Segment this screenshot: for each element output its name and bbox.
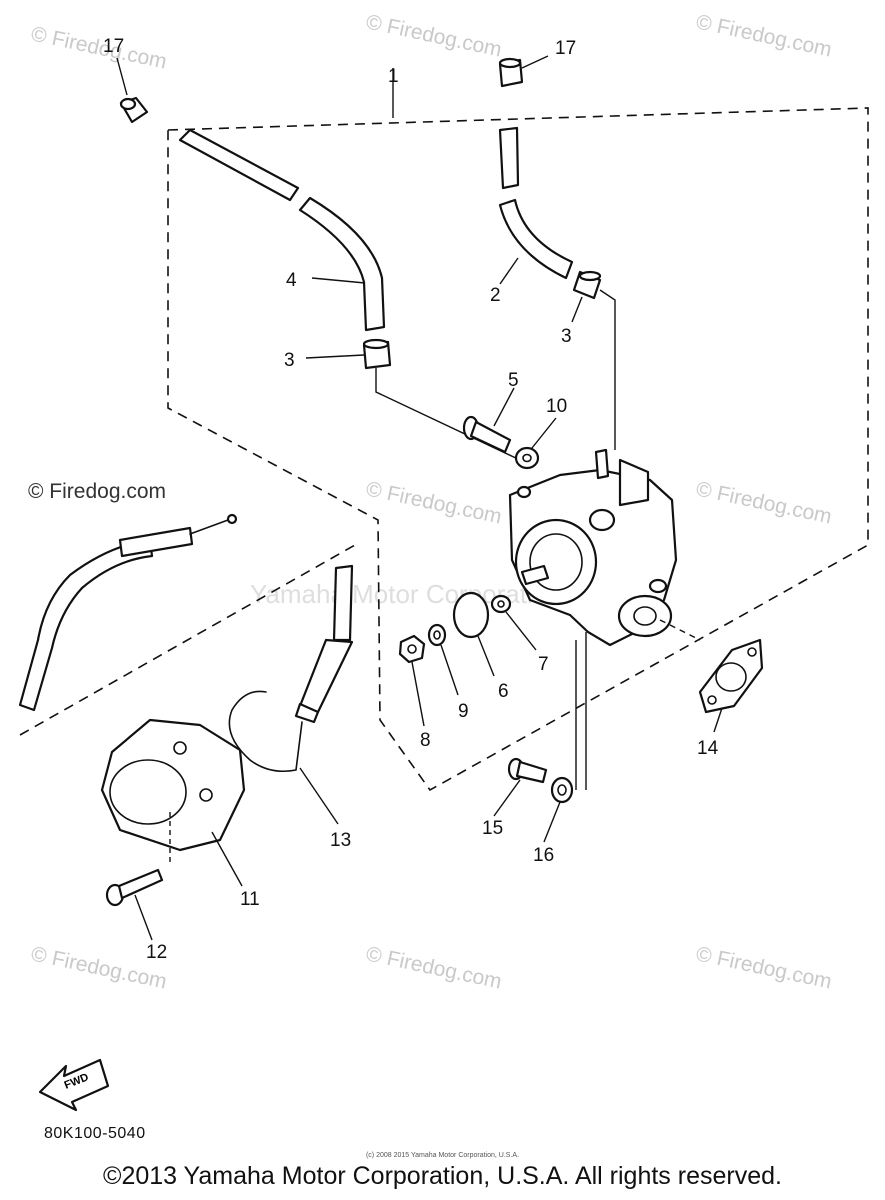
leader-line	[659, 619, 701, 641]
small-notice: (c) 2008 2015 Yamaha Motor Corporation, …	[365, 1152, 520, 1159]
cover-11	[100, 718, 246, 852]
clamp-3-right	[572, 270, 602, 300]
bolt-15	[507, 757, 548, 784]
leader-line	[411, 661, 425, 727]
rubber-cap-17-right	[498, 57, 524, 88]
leader-line	[493, 779, 521, 817]
rubber-cap-17-left	[119, 96, 149, 124]
part-label-15: 15	[482, 818, 503, 839]
leader-line	[440, 644, 459, 696]
hose-4	[178, 128, 386, 332]
leader-line	[505, 611, 537, 651]
leader-line	[571, 296, 583, 323]
part-label-17: 17	[103, 36, 124, 57]
leader-line	[493, 387, 515, 427]
gasket-14	[698, 638, 764, 714]
cable-13	[228, 564, 354, 773]
part-label-7: 7	[538, 654, 549, 675]
nut-8	[398, 634, 426, 664]
fwd-arrow-icon: FWD	[38, 1058, 110, 1112]
part-label-1: 1	[388, 66, 399, 87]
copyright-notice: ©2013 Yamaha Motor Corporation, U.S.A. A…	[103, 1162, 782, 1190]
part-label-3: 3	[561, 326, 572, 347]
leader-line	[305, 354, 365, 359]
part-label-10: 10	[546, 396, 567, 417]
watermark: © Firedog.com	[694, 942, 834, 993]
part-label-8: 8	[420, 730, 431, 751]
part-label-14: 14	[697, 738, 719, 759]
clamp-3-left	[362, 338, 392, 370]
washer-16	[550, 776, 574, 804]
part-labels: 1 2 3 3 4 5 6 7 8 9 10 11 12 13 14 15 16…	[103, 36, 719, 963]
part-label-11: 11	[240, 889, 260, 910]
leader-line	[211, 831, 243, 887]
separator-line	[19, 544, 356, 736]
washer-7	[490, 594, 512, 614]
drawing-code: 80K100-5040	[44, 1125, 146, 1142]
watermark: © Firedog.com	[694, 477, 834, 528]
watermark-layer: © Firedog.com © Firedog.com © Firedog.co…	[28, 10, 834, 993]
leader-line	[116, 57, 128, 96]
part-label-12: 12	[146, 942, 167, 963]
leader-line	[134, 894, 153, 941]
watermark: © Firedog.com	[364, 10, 504, 61]
leader-line	[521, 55, 549, 69]
watermark: © Firedog.com	[364, 477, 504, 528]
watermark: © Firedog.com	[364, 942, 504, 993]
watermark: © Firedog.com	[28, 480, 166, 503]
leader-line	[499, 257, 519, 285]
oil-pump-body	[508, 448, 678, 647]
watermark: © Firedog.com	[29, 22, 169, 73]
leader-line	[599, 289, 616, 450]
leader-line	[531, 417, 557, 449]
part-label-5: 5	[508, 370, 519, 391]
bolt-5	[462, 415, 512, 454]
part-label-9: 9	[458, 701, 469, 722]
part-label-4: 4	[286, 270, 297, 291]
part-label-17: 17	[555, 38, 576, 59]
part-label-3: 3	[284, 350, 295, 371]
part-label-2: 2	[490, 285, 501, 306]
leader-line	[311, 277, 366, 284]
hose-2	[498, 126, 574, 280]
lock-washer-9	[427, 623, 447, 647]
part-label-6: 6	[498, 681, 509, 702]
cable-upper-left	[18, 513, 238, 712]
watermark: © Firedog.com	[694, 10, 834, 61]
assembly-boundary	[167, 107, 869, 792]
part-label-13: 13	[330, 830, 351, 851]
part-label-16: 16	[533, 845, 554, 866]
bolt-12	[105, 868, 164, 907]
plate-6	[452, 591, 490, 639]
leader-line	[299, 767, 339, 825]
leader-line	[713, 707, 723, 733]
washer-10	[514, 446, 540, 470]
leader-line	[477, 635, 495, 677]
leader-line	[543, 801, 561, 843]
